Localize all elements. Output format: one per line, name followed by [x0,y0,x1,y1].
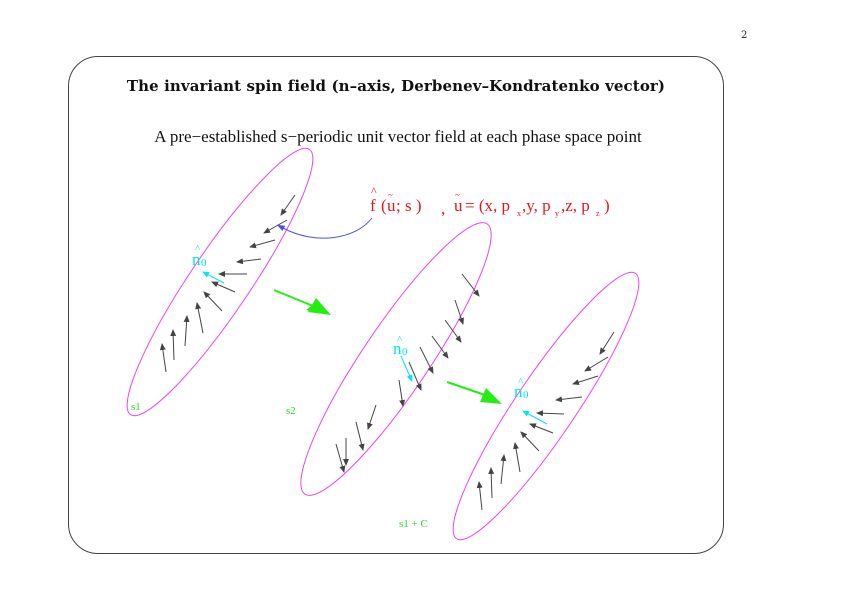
svg-text:u: u [387,196,396,215]
svg-text:n: n [514,382,523,401]
svg-text:^: ^ [371,184,377,198]
curved-pointer-arrow [276,217,373,239]
slide-subtitle: A pre−established s−periodic unit vector… [154,127,642,146]
svg-text:^: ^ [518,376,524,388]
n0-vector-s1 [202,271,225,284]
svg-text:; s ): ; s ) [396,196,422,215]
svg-text:^: ^ [397,334,403,346]
svg-text:0: 0 [402,346,408,358]
svg-text:,: , [441,199,445,218]
page-number: 2 [741,30,748,41]
svg-text:(: ( [381,196,387,215]
svg-text:n: n [192,250,201,269]
svg-text:n: n [393,339,402,358]
svg-text:0: 0 [201,257,207,269]
svg-text:): ) [604,196,610,215]
svg-text:,z, p: ,z, p [561,196,590,215]
svg-text:u: u [454,196,463,215]
transition-arrow-s2-s1C [446,381,502,404]
svg-text:y: y [555,209,559,218]
label-s2: s2 [286,405,296,417]
spin-field-formula: ^ f ( ~ u ; s ) , ~ u = (x, p x ,y, p y … [370,184,610,218]
n0-label-s2: ^ n 0 [393,334,408,358]
svg-text:~: ~ [388,190,393,200]
phase-ellipse-s1-plus-C: ^ n 0 [452,271,640,541]
svg-text:z: z [596,209,600,218]
spin-arrows-s2 [335,273,480,473]
svg-text:f: f [370,196,376,215]
svg-text:^: ^ [195,243,201,255]
transition-arrow-s1-s2 [273,289,331,315]
svg-text:~: ~ [455,190,460,200]
n0-label-s1: ^ n 0 [192,243,207,269]
n0-label-s1-plus-C: ^ n 0 [514,376,529,401]
spin-arrows-s1 [159,194,296,373]
n0-vector-s1-plus-C [522,410,548,425]
svg-text:x: x [517,209,521,218]
phase-ellipse-s2: ^ n 0 [300,222,492,496]
slide-frame [68,56,724,554]
label-s1-plus-C: s1 + C [399,518,428,530]
svg-text:,y, p: ,y, p [522,196,551,215]
svg-text:0: 0 [523,389,529,401]
slide-title: The invariant spin field (n–axis, Derben… [126,77,666,95]
svg-text:= (x, p: = (x, p [465,196,510,215]
phase-ellipse-s1: ^ n 0 [126,147,314,417]
label-s1: s1 [131,401,141,413]
n0-vector-s2 [400,355,413,382]
spin-arrows-s1-plus-C [476,331,615,511]
